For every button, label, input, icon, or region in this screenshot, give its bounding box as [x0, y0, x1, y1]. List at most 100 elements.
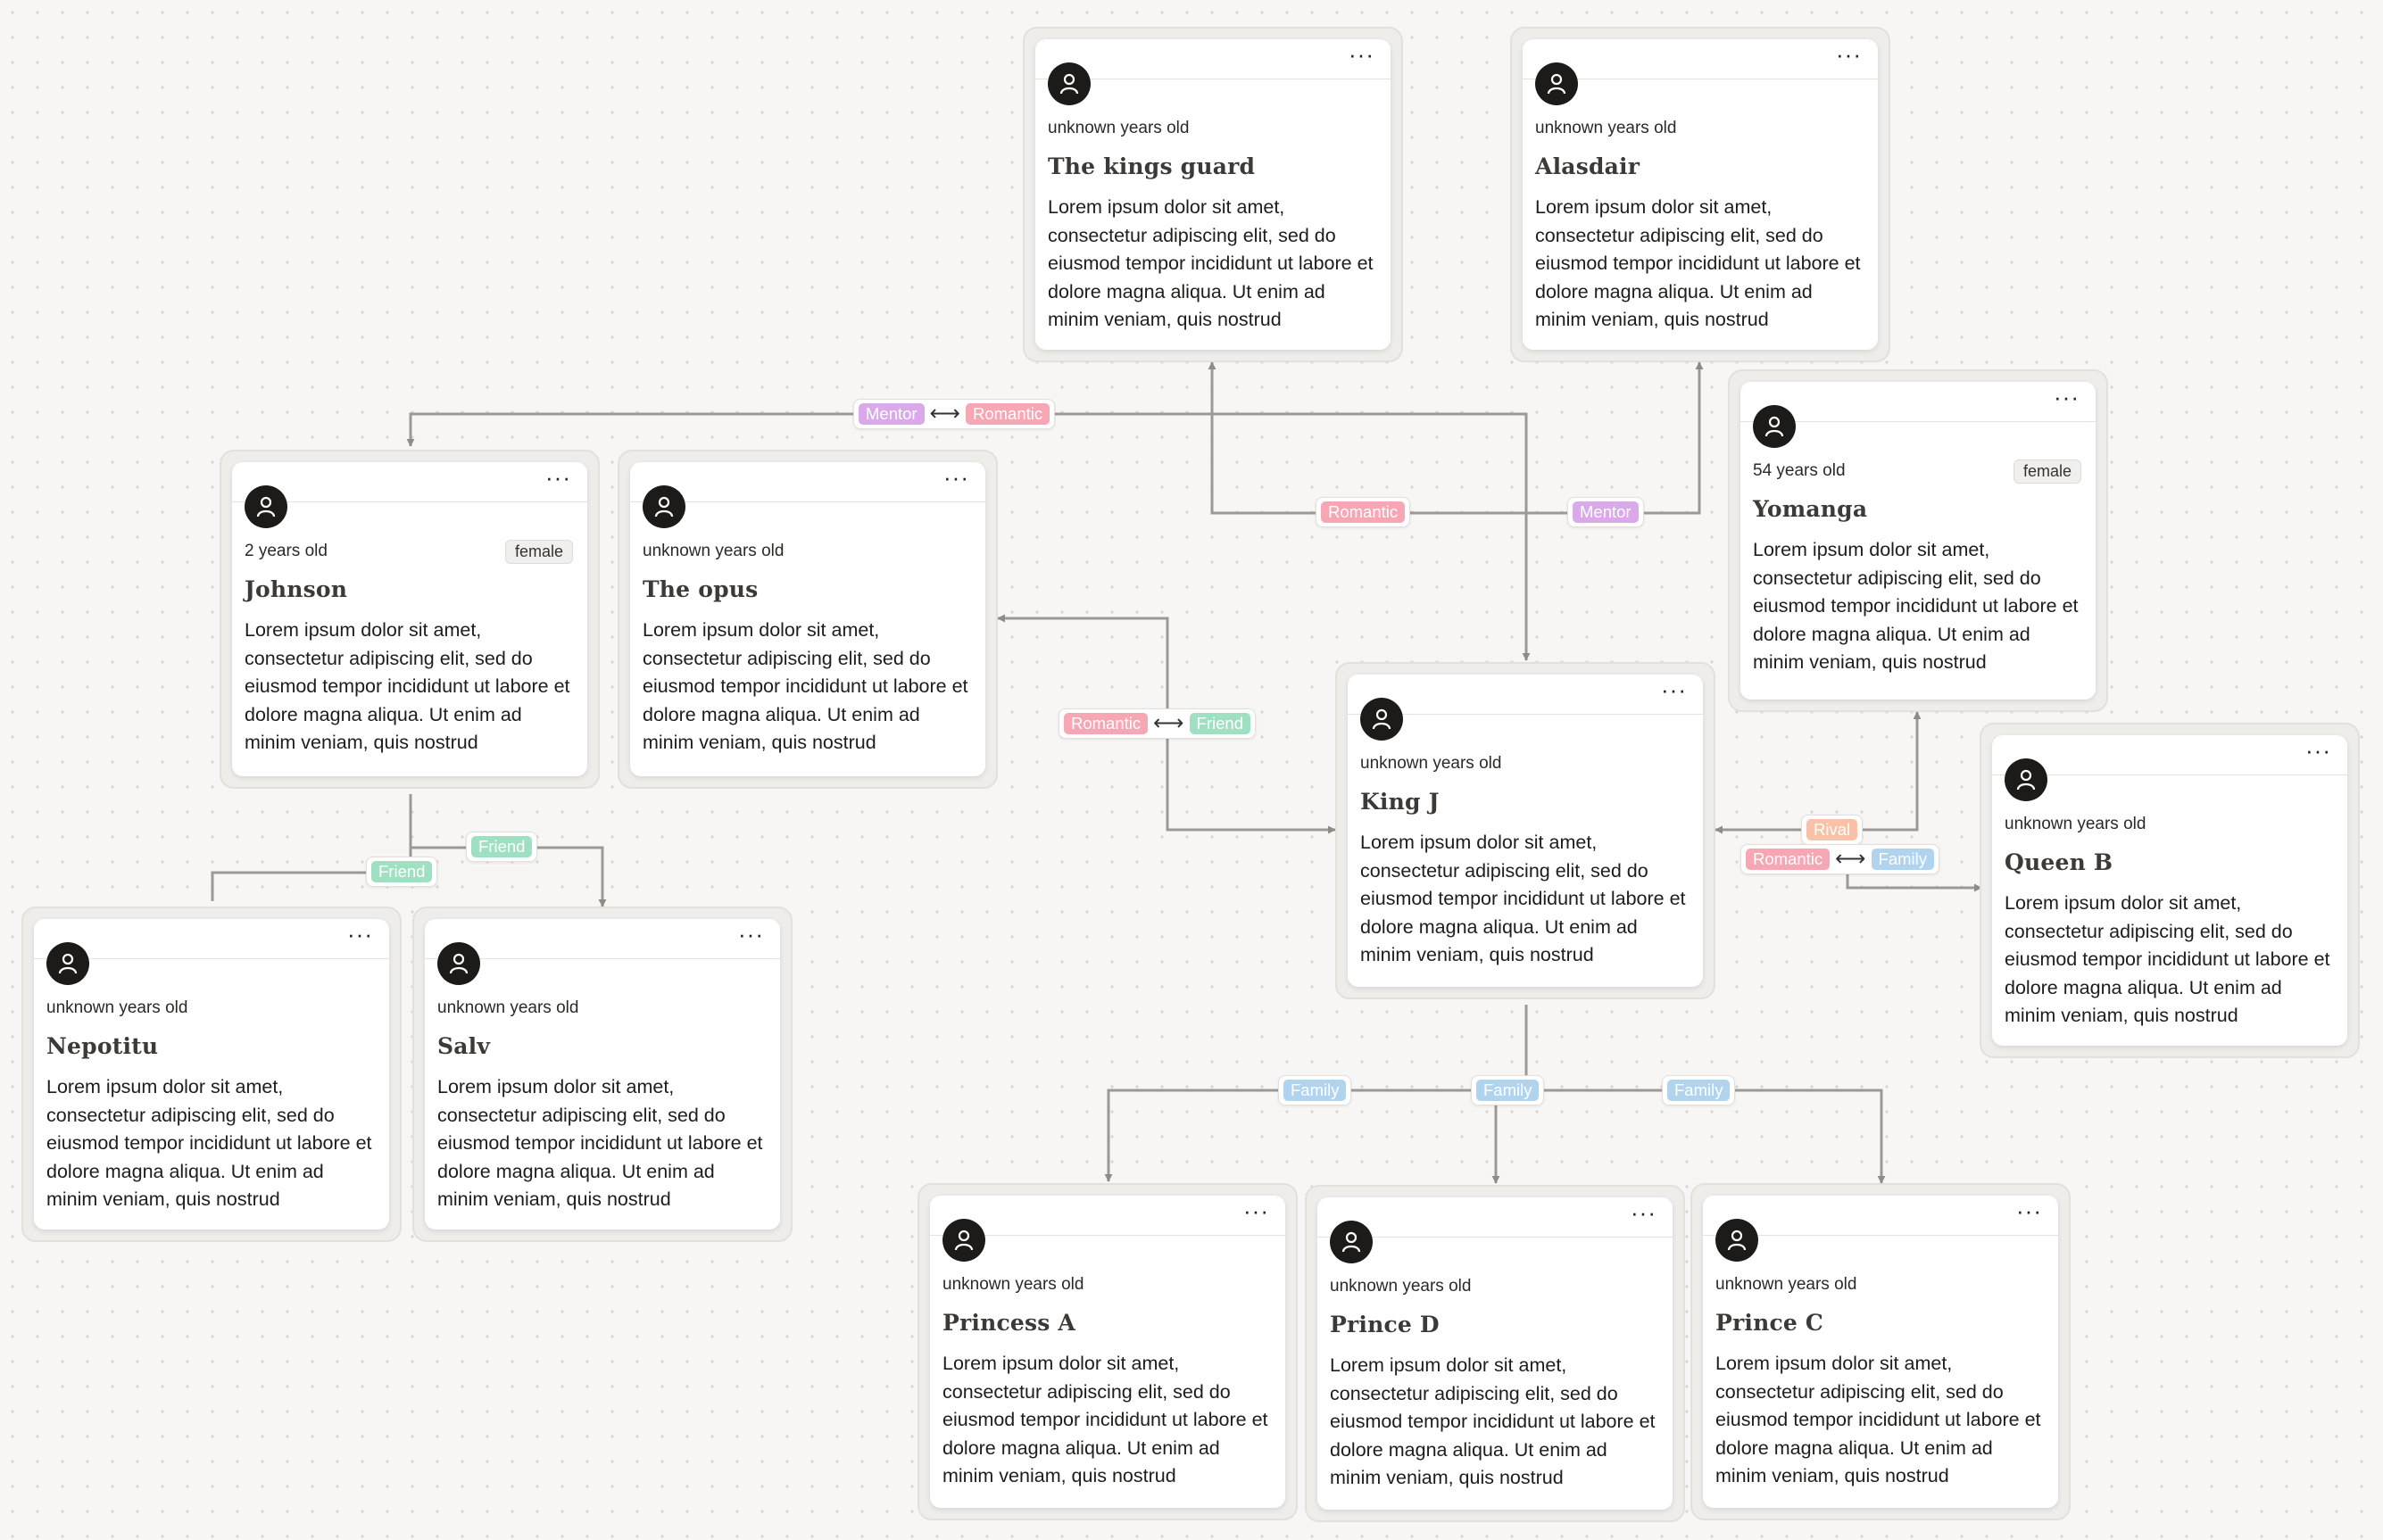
- relationship-tag-family[interactable]: Family: [1278, 1075, 1352, 1105]
- more-menu-icon[interactable]: ···: [2016, 1197, 2042, 1224]
- more-menu-icon[interactable]: ···: [545, 464, 571, 491]
- character-card-princed[interactable]: ··· unknown years old Prince D Lorem ips…: [1305, 1185, 1685, 1522]
- character-card-kingsguard[interactable]: ··· unknown years old The kings guard Lo…: [1023, 27, 1403, 362]
- relation-pill: Mentor: [1573, 501, 1639, 523]
- more-menu-icon[interactable]: ···: [2054, 384, 2080, 410]
- relation-pill: Friend: [471, 836, 533, 857]
- relationship-tag-rival[interactable]: Rival: [1801, 815, 1864, 845]
- gender-badge: female: [2013, 459, 2081, 484]
- character-name: Prince C: [1715, 1310, 1823, 1336]
- edge-kingj-yomanga: [1717, 711, 1922, 832]
- age-label: unknown years old: [643, 542, 785, 560]
- character-name: Queen B: [2005, 849, 2113, 875]
- more-menu-icon[interactable]: ···: [2305, 737, 2331, 764]
- card-body: ··· unknown years old The opus Lorem ips…: [630, 462, 985, 776]
- more-menu-icon[interactable]: ···: [1349, 41, 1374, 68]
- character-description: Lorem ipsum dolor sit amet, consectetur …: [1330, 1354, 1656, 1488]
- character-description: Lorem ipsum dolor sit amet, consectetur …: [643, 619, 968, 753]
- user-icon: [1372, 708, 1391, 730]
- character-name: The kings guard: [1048, 153, 1256, 179]
- age-label: unknown years old: [1048, 119, 1190, 137]
- more-menu-icon[interactable]: ···: [943, 464, 969, 491]
- user-icon: [58, 953, 78, 974]
- avatar: [1715, 1219, 1758, 1262]
- card-body: ··· unknown years old Prince C Lorem ips…: [1703, 1196, 2058, 1508]
- relation-pill: Mentor: [859, 403, 925, 425]
- user-icon: [1764, 416, 1784, 437]
- relationship-tag-romantic[interactable]: Romantic: [1316, 497, 1411, 527]
- character-card-princessa[interactable]: ··· unknown years old Princess A Lorem i…: [917, 1183, 1298, 1520]
- age-label: unknown years old: [2005, 815, 2146, 833]
- relationship-tag-mentor[interactable]: Mentor: [1567, 497, 1644, 527]
- age-label: unknown years old: [46, 998, 188, 1017]
- age-label: unknown years old: [1535, 119, 1677, 137]
- relationship-tag-friend[interactable]: Friend: [466, 832, 538, 862]
- edge-kingj-opus: [997, 614, 1169, 724]
- edge-kingj-johnson: [406, 412, 893, 447]
- avatar: [1360, 698, 1403, 741]
- edge-kingj-kingsguard: [1208, 361, 1526, 515]
- avatar: [437, 942, 480, 985]
- more-menu-icon[interactable]: ···: [1243, 1197, 1269, 1224]
- more-menu-icon[interactable]: ···: [1661, 676, 1687, 703]
- user-icon: [1727, 1230, 1747, 1251]
- character-name: The opus: [643, 576, 759, 602]
- relation-pill: Friend: [1189, 713, 1250, 734]
- relationship-tag-family[interactable]: Family: [1471, 1075, 1545, 1105]
- age-label: unknown years old: [1330, 1277, 1472, 1296]
- avatar: [1753, 405, 1796, 448]
- card-body: ··· unknown years old Nepotitu Lorem ips…: [34, 919, 389, 1230]
- relationship-tag-romantic-friend[interactable]: Romantic ⟷ Friend: [1059, 708, 1256, 739]
- character-card-kingj[interactable]: ··· unknown years old King J Lorem ipsum…: [1335, 662, 1715, 999]
- gender-badge: female: [504, 539, 573, 564]
- user-icon: [2016, 769, 2036, 791]
- edge-kingj-princec: [1526, 1089, 1886, 1184]
- character-card-alasdair[interactable]: ··· unknown years old Alasdair Lorem ips…: [1510, 27, 1890, 362]
- relation-pill: Family: [1667, 1080, 1731, 1101]
- age-label: 2 years old: [245, 542, 328, 560]
- character-card-princec[interactable]: ··· unknown years old Prince C Lorem ips…: [1690, 1183, 2071, 1520]
- card-body: ··· unknown years old Alasdair Lorem ips…: [1523, 39, 1878, 350]
- character-card-nepotitu[interactable]: ··· unknown years old Nepotitu Lorem ips…: [21, 907, 402, 1242]
- relation-pill: Friend: [371, 861, 433, 882]
- relationship-tag-family[interactable]: Family: [1662, 1075, 1736, 1105]
- more-menu-icon[interactable]: ···: [1836, 41, 1862, 68]
- edge-kingj-alasdair: [1526, 361, 1704, 515]
- character-description: Lorem ipsum dolor sit amet, consectetur …: [1360, 832, 1686, 965]
- bidirectional-arrow-icon: ⟷: [929, 402, 960, 426]
- character-name: Princess A: [942, 1310, 1076, 1336]
- character-description: Lorem ipsum dolor sit amet, consectetur …: [1753, 539, 2079, 673]
- character-card-opus[interactable]: ··· unknown years old The opus Lorem ips…: [618, 450, 998, 789]
- relation-pill: Romantic: [1321, 501, 1406, 523]
- user-icon: [654, 496, 674, 517]
- character-card-queenb[interactable]: ··· unknown years old Queen B Lorem ipsu…: [1980, 723, 2360, 1058]
- relation-pill: Romantic: [1064, 713, 1149, 734]
- more-menu-icon[interactable]: ···: [347, 921, 373, 948]
- more-menu-icon[interactable]: ···: [738, 921, 764, 948]
- more-menu-icon[interactable]: ···: [1631, 1199, 1656, 1226]
- age-label: unknown years old: [437, 998, 579, 1017]
- relationship-tag-friend[interactable]: Friend: [366, 857, 438, 887]
- user-icon: [954, 1230, 974, 1251]
- character-description: Lorem ipsum dolor sit amet, consectetur …: [1535, 196, 1861, 330]
- avatar: [1330, 1221, 1373, 1263]
- character-name: King J: [1360, 789, 1440, 815]
- avatar: [1535, 62, 1578, 105]
- character-name: Salv: [437, 1033, 491, 1059]
- relation-pill: Rival: [1806, 819, 1858, 840]
- character-card-salv[interactable]: ··· unknown years old Salv Lorem ipsum d…: [412, 907, 793, 1242]
- relationship-tag-romantic-family[interactable]: Romantic ⟷ Family: [1740, 844, 1940, 874]
- character-name: Prince D: [1330, 1312, 1440, 1337]
- age-label: unknown years old: [1360, 754, 1502, 773]
- card-body: ··· unknown years old Salv Lorem ipsum d…: [425, 919, 780, 1230]
- relationship-tag-mentor-romantic[interactable]: Mentor ⟷ Romantic: [853, 399, 1056, 429]
- age-label: unknown years old: [942, 1275, 1084, 1294]
- edge-opus-kingj: [1166, 724, 1336, 834]
- user-icon: [1547, 73, 1566, 95]
- character-description: Lorem ipsum dolor sit amet, consectetur …: [46, 1076, 372, 1210]
- bidirectional-arrow-icon: ⟷: [1153, 711, 1184, 735]
